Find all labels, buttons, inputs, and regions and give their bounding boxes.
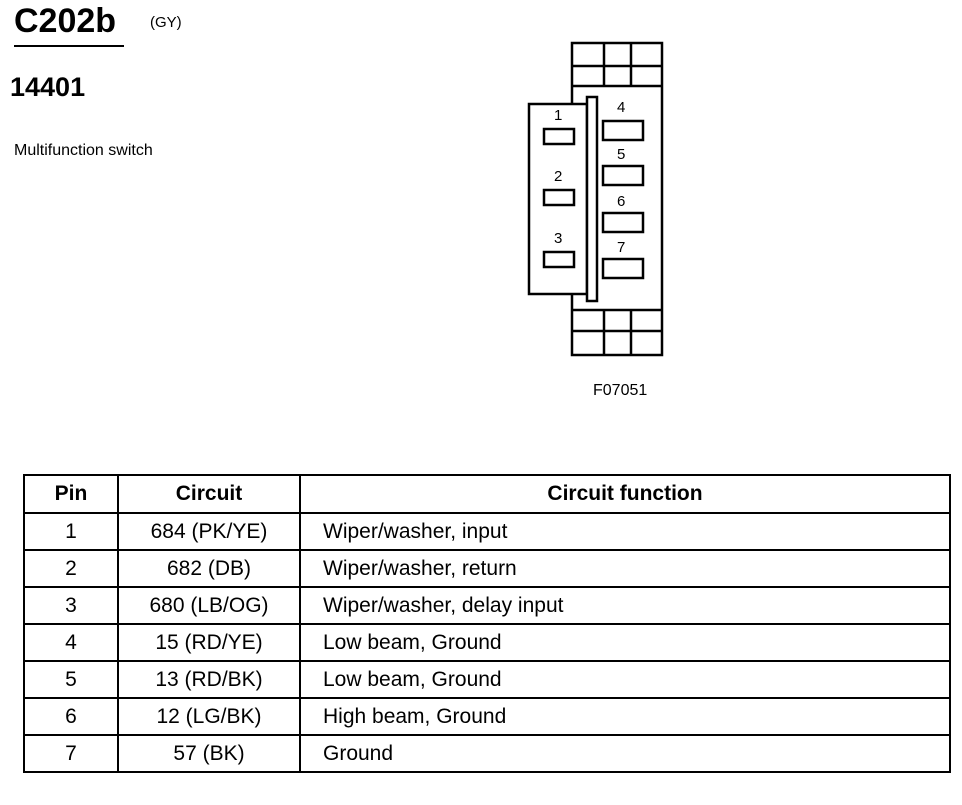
table-row: 3 680 (LB/OG) Wiper/washer, delay input bbox=[23, 586, 951, 625]
pin-table: Pin Circuit Circuit function 1 684 (PK/Y… bbox=[23, 474, 951, 773]
cell-pin: 5 bbox=[23, 660, 119, 699]
cell-circuit: 13 (RD/BK) bbox=[117, 660, 301, 699]
cell-function: High beam, Ground bbox=[299, 697, 951, 736]
figure-id: F07051 bbox=[593, 382, 648, 399]
column-header-function: Circuit function bbox=[299, 474, 951, 514]
cell-circuit: 57 (BK) bbox=[117, 734, 301, 773]
pin-number-label: 6 bbox=[617, 193, 625, 210]
pin-number-label: 2 bbox=[554, 168, 562, 185]
cell-pin: 4 bbox=[23, 623, 119, 662]
cell-circuit: 12 (LG/BK) bbox=[117, 697, 301, 736]
column-header-circuit: Circuit bbox=[117, 474, 301, 514]
cell-pin: 7 bbox=[23, 734, 119, 773]
table-row: 4 15 (RD/YE) Low beam, Ground bbox=[23, 623, 951, 662]
connector-diagram: 1 2 3 4 5 6 7 bbox=[527, 41, 664, 357]
column-header-pin: Pin bbox=[23, 474, 119, 514]
connector-divider bbox=[585, 95, 599, 303]
pin-cavity-2 bbox=[542, 188, 576, 207]
connector-left-housing bbox=[527, 102, 589, 296]
pin-cavity-5 bbox=[601, 164, 645, 187]
cell-function: Wiper/washer, input bbox=[299, 512, 951, 551]
table-row: 7 57 (BK) Ground bbox=[23, 734, 951, 773]
part-number: 14401 bbox=[10, 72, 86, 102]
cell-circuit: 680 (LB/OG) bbox=[117, 586, 301, 625]
pin-cavity-1 bbox=[542, 127, 576, 146]
title-underline bbox=[14, 45, 124, 47]
pin-cavity-6 bbox=[601, 211, 645, 234]
cell-circuit: 682 (DB) bbox=[117, 549, 301, 588]
pin-cavity-3 bbox=[542, 250, 576, 269]
cell-circuit: 684 (PK/YE) bbox=[117, 512, 301, 551]
color-code: (GY) bbox=[150, 14, 182, 31]
cell-pin: 2 bbox=[23, 549, 119, 588]
pin-cavity-7 bbox=[601, 257, 645, 280]
pin-number-label: 1 bbox=[554, 107, 562, 124]
table-row: 5 13 (RD/BK) Low beam, Ground bbox=[23, 660, 951, 699]
cell-pin: 1 bbox=[23, 512, 119, 551]
cell-function: Wiper/washer, return bbox=[299, 549, 951, 588]
table-header-row: Pin Circuit Circuit function bbox=[23, 474, 951, 514]
table-row: 2 682 (DB) Wiper/washer, return bbox=[23, 549, 951, 588]
table-row: 6 12 (LG/BK) High beam, Ground bbox=[23, 697, 951, 736]
table-row: 1 684 (PK/YE) Wiper/washer, input bbox=[23, 512, 951, 551]
cell-function: Low beam, Ground bbox=[299, 660, 951, 699]
cell-pin: 6 bbox=[23, 697, 119, 736]
pin-number-label: 7 bbox=[617, 239, 625, 256]
connector-description: Multifunction switch bbox=[14, 142, 153, 159]
pin-number-label: 3 bbox=[554, 230, 562, 247]
cell-function: Low beam, Ground bbox=[299, 623, 951, 662]
cell-function: Ground bbox=[299, 734, 951, 773]
pin-number-label: 5 bbox=[617, 146, 625, 163]
connector-id: C202b bbox=[14, 2, 117, 40]
cell-circuit: 15 (RD/YE) bbox=[117, 623, 301, 662]
cell-pin: 3 bbox=[23, 586, 119, 625]
pin-cavity-4 bbox=[601, 119, 645, 142]
cell-function: Wiper/washer, delay input bbox=[299, 586, 951, 625]
pin-number-label: 4 bbox=[617, 99, 625, 116]
